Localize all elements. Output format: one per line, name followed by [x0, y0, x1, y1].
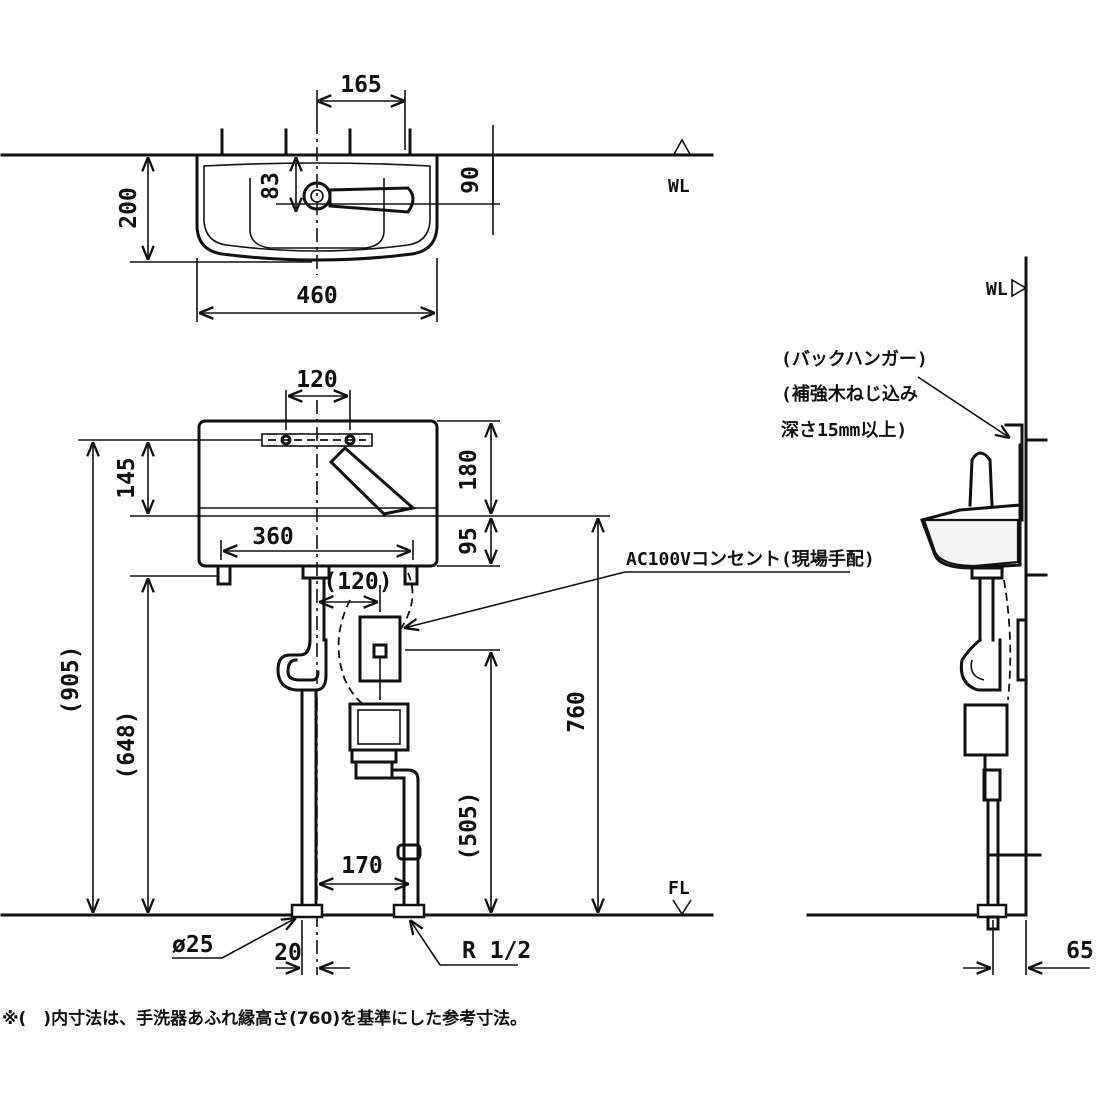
fl-label: FL [668, 878, 690, 899]
side-view: WL (バックハンガー) (補強木ねじ込み 深さ15mm以上) [781, 256, 1094, 975]
dim-120-paren: (120) [323, 569, 392, 595]
dim-20: 20 [274, 940, 302, 966]
dim-170: 170 [341, 853, 383, 879]
dim-760: 760 [564, 691, 590, 733]
r-half-label: R 1/2 [462, 938, 531, 964]
dim-65: 65 [1066, 938, 1094, 964]
top-view: 165 200 460 83 90 WL [0, 72, 714, 322]
dim-83: 83 [258, 172, 284, 200]
dim-145: 145 [114, 457, 140, 499]
footnote: ※( )内寸法は、手洗器あふれ縁高さ(760)を基準にした参考寸法。 [2, 1008, 527, 1029]
lever-handle [328, 445, 417, 516]
hanger-label-2: (補強木ねじ込み [781, 383, 918, 405]
hanger-label-3: 深さ15mm以上) [781, 419, 907, 441]
dim-505: (505) [456, 791, 482, 860]
tank-body [197, 419, 439, 568]
hanger-label-1: (バックハンガー) [781, 349, 928, 370]
dia-25: ø25 [172, 932, 214, 958]
dim-180: 180 [456, 449, 482, 491]
dim-95: 95 [456, 527, 482, 555]
wl-label-top: WL [668, 176, 690, 197]
dim-165: 165 [340, 72, 382, 98]
side-valve-box [963, 703, 1009, 757]
dim-460: 460 [296, 283, 338, 309]
wl-label-side: WL [986, 279, 1008, 300]
faucet-spout [328, 186, 415, 214]
dim-90: 90 [458, 166, 484, 194]
dim-360: 360 [252, 524, 294, 550]
dim-905: (905) [58, 645, 84, 714]
dim-120: 120 [296, 367, 338, 393]
ac-outlet-label: AC100Vコンセント(現場手配) [626, 548, 875, 570]
front-view: 120 145 180 95 360 (120) (905) (648) 760 [0, 367, 875, 975]
dim-648: (648) [114, 710, 140, 779]
dim-200: 200 [116, 187, 142, 229]
